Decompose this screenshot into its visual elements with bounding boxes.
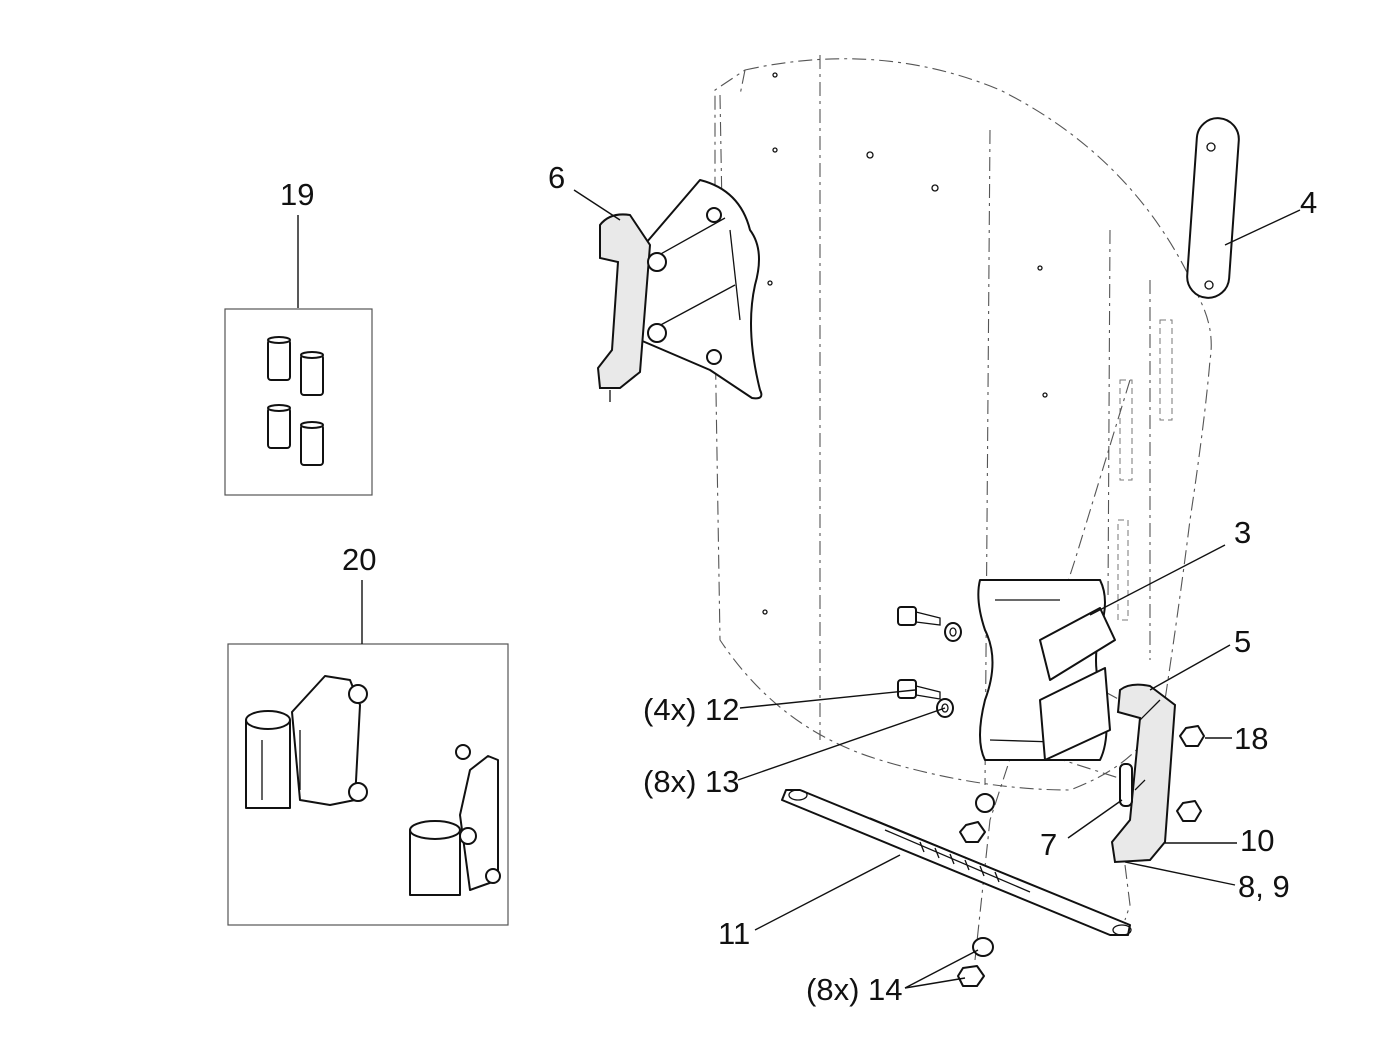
part-6-upper-bracket	[596, 179, 763, 402]
callout-5: 5	[1234, 624, 1251, 659]
part-14-nut-and-washer	[957, 821, 994, 987]
part-7-pin	[1119, 763, 1133, 807]
callout-20: 20	[342, 542, 376, 577]
callout-3: 3	[1234, 515, 1251, 550]
part-18-nuts	[1176, 725, 1205, 822]
part-3-mounting-plate	[977, 579, 1116, 761]
callout-6: 6	[548, 160, 565, 195]
callout-19: 19	[280, 177, 314, 212]
callout-10: 10	[1240, 823, 1274, 858]
part-11-strap	[781, 789, 1132, 936]
part-20-kit-box	[227, 643, 509, 926]
part-12-bolts	[897, 606, 941, 700]
part-5-lower-clamp	[1110, 683, 1177, 864]
part-4-pad	[1186, 117, 1240, 299]
part-19-kit-box	[224, 308, 373, 496]
callout-11: 11	[718, 916, 750, 951]
callout-18: 18	[1234, 721, 1268, 756]
callout-12: (4x) 12	[643, 692, 739, 727]
callout-8-9: 8, 9	[1238, 869, 1290, 904]
callout-7: 7	[1040, 827, 1057, 862]
callout-13: (8x) 13	[643, 764, 739, 799]
callout-labels: 19 20 6 4 3 5 (4x) 12 (8x) 13 18 7 10 8,…	[280, 160, 1317, 1007]
callout-4: 4	[1300, 185, 1317, 220]
part-13-washers	[936, 622, 995, 813]
callout-14: (8x) 14	[806, 972, 902, 1007]
leader-lines	[297, 189, 1301, 989]
